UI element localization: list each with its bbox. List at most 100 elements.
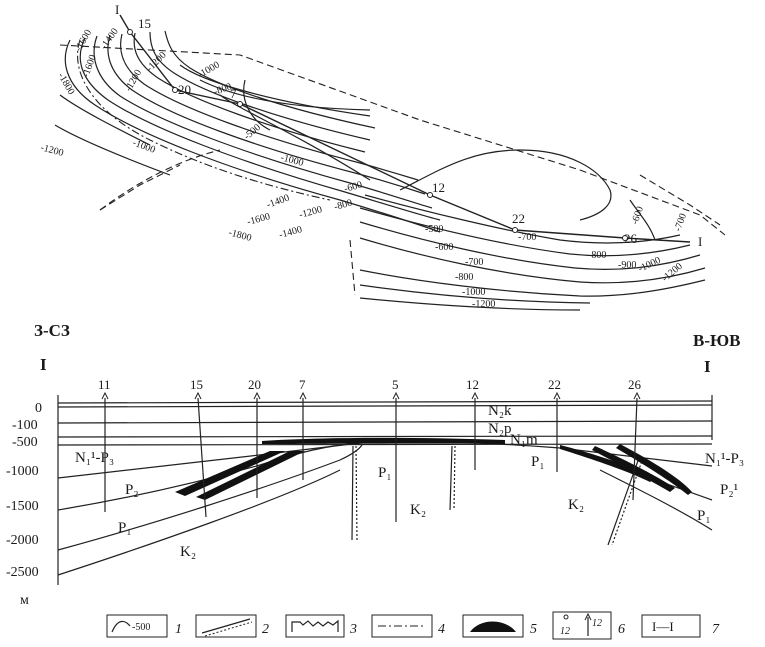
contour-label: -500	[242, 122, 263, 142]
depth-tick: -2500	[6, 565, 39, 580]
cross-section: З-СЗ В-ЮВ I I 0 -100 -500 -1000 -1500 -2…	[6, 321, 744, 608]
contour-label: -600	[629, 205, 646, 226]
legend-num-2: 2	[262, 622, 269, 637]
legend-item-3: 3	[285, 614, 357, 638]
depth-tick: -500	[12, 435, 38, 450]
contour-label: -500	[425, 224, 443, 235]
contour-label: -1200	[144, 50, 168, 74]
legend-item-5: 5	[462, 614, 537, 638]
section-direction-right: В-ЮВ	[693, 331, 740, 350]
legend-num-4: 4	[438, 622, 445, 637]
legend-sample-6-bottom: 12	[560, 626, 570, 637]
contour-label: -600	[343, 180, 364, 195]
section-end-left: I	[40, 355, 47, 374]
section-well-26: 26	[628, 377, 642, 392]
section-direction-left: З-СЗ	[34, 321, 70, 340]
depth-tick: -1000	[6, 464, 39, 479]
map-well-12: 12	[432, 180, 445, 195]
depth-tick: -1500	[6, 499, 39, 514]
map-well-7: 7	[230, 86, 237, 101]
unit-label: P₂¹	[720, 482, 738, 498]
surface-line	[57, 400, 713, 404]
unit-label: P₁	[531, 454, 545, 470]
contour-label: -600	[435, 242, 453, 253]
legend-item-1: -500 1	[106, 614, 182, 638]
depth-tick: -2000	[6, 533, 39, 548]
contour-label: -800	[455, 272, 473, 283]
contour-label: -1000	[462, 287, 485, 298]
map-boundary-lower	[99, 164, 181, 211]
contours-right-cluster	[349, 149, 706, 311]
section-well-22: 22	[548, 377, 561, 392]
section-well-11: 11	[98, 377, 111, 392]
section-well-15: 15	[190, 377, 203, 392]
contour-label: -1800	[55, 71, 76, 97]
legend-item-6: 12 12 6	[552, 611, 625, 640]
depth-tick: 0	[35, 401, 42, 416]
unit-label: N₁¹-P₃	[705, 451, 744, 467]
section-well-12: 12	[466, 377, 479, 392]
legend-num-6: 6	[618, 622, 625, 637]
legend-sample-1: -500	[132, 622, 150, 633]
unit-label: P₁	[378, 465, 392, 481]
contour-label: -1600	[73, 28, 94, 54]
contours-left-cluster	[54, 30, 441, 233]
map-section-line	[119, 14, 691, 243]
section-well-7: 7	[299, 377, 306, 392]
section-wells: 11 15 20 7 5 12 22 26	[98, 377, 642, 522]
map-well-22: 22	[512, 211, 525, 226]
unit-label: N₁¹-P₃	[75, 450, 114, 466]
legend-num-3: 3	[349, 622, 357, 637]
unit-label: P₂	[125, 482, 139, 498]
unit-label: N₂k	[488, 403, 512, 419]
map-section-end-right: I	[698, 234, 702, 249]
contour-label: -700	[465, 257, 483, 268]
depth-unit: м	[20, 593, 29, 608]
unit-label: K₂	[180, 544, 196, 560]
map-boundary-upper	[59, 44, 726, 236]
contour-label: -700	[518, 232, 536, 243]
legend-num-5: 5	[530, 622, 537, 637]
section-end-right: I	[704, 357, 711, 376]
legend-item-2: 2	[195, 614, 269, 638]
contour-label: -1000	[637, 255, 663, 275]
map-well-20: 20	[178, 82, 191, 97]
map-wells: 15 20 7 12 22 26	[127, 16, 638, 246]
section-well-5: 5	[392, 377, 399, 392]
contour-label: -800	[588, 250, 606, 261]
contour-label: -1600	[246, 211, 271, 228]
legend-num-7: 7	[712, 622, 720, 637]
map-well-15: 15	[138, 16, 151, 31]
unit-label: K₂	[568, 497, 584, 513]
contour-label: -1400	[278, 224, 303, 241]
contour-label: -1800	[227, 227, 252, 244]
contour-label: -1200	[39, 142, 64, 159]
depth-axis: 0 -100 -500 -1000 -1500 -2000 -2500 м	[6, 401, 42, 608]
unit-label: P₁	[697, 508, 711, 524]
contour-label: -900	[618, 260, 636, 271]
structure-map: I I 15 20 7 12 22 26 -1600 -1400 -1200 -…	[39, 2, 726, 311]
legend-num-1: 1	[175, 622, 182, 637]
legend-item-7: I—I 7	[641, 614, 720, 638]
unit-label: N₁m	[510, 432, 538, 448]
map-well-26: 26	[624, 231, 638, 246]
stratigraphic-units: N₂k N₂p N₁m N₁¹-P₃ N₁¹-P₃ P₂ P₁ K₂ P₁ K₂…	[75, 403, 744, 560]
unit-label: P₁	[118, 520, 132, 536]
map-section-end-left: I	[115, 2, 119, 17]
legend-item-4: 4	[371, 614, 445, 638]
map-boundary-right	[639, 174, 721, 226]
depth-tick: -100	[12, 418, 38, 433]
contour-label: -1200	[298, 204, 323, 221]
contour-label: -1200	[123, 68, 144, 94]
legend-sample-7: I—I	[652, 619, 674, 634]
contour-label: -800	[333, 198, 354, 213]
section-well-20: 20	[248, 377, 261, 392]
legend: -500 1 2 3 4 5	[106, 611, 720, 640]
map-fault-left	[76, 39, 331, 201]
contour-label: -1000	[196, 59, 222, 80]
unit-label: N₂p	[488, 421, 512, 437]
unit-label: K₂	[410, 502, 426, 518]
contour-label: -1200	[472, 299, 495, 310]
legend-sample-6-arrow: 12	[592, 618, 602, 629]
